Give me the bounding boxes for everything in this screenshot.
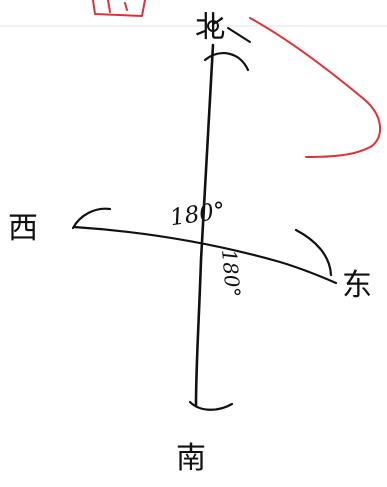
label-west: 西	[8, 211, 38, 246]
angle-label-upper: 180°	[168, 198, 226, 231]
angle-label-lower: 180°	[217, 248, 245, 298]
label-south: 南	[176, 441, 206, 476]
label-east: 东	[342, 268, 372, 303]
top-crossing-mark	[227, 27, 251, 43]
label-north: 北	[195, 10, 225, 45]
arc-north	[203, 52, 250, 72]
north-circle-marker	[207, 20, 219, 32]
red-partial-character	[92, 0, 146, 17]
horizontal-axis-line	[72, 225, 338, 285]
arc-west	[71, 207, 112, 230]
arc-south	[188, 400, 234, 411]
vertical-axis-line	[194, 43, 215, 407]
arc-east	[294, 228, 333, 277]
red-curve-stroke	[249, 17, 381, 158]
